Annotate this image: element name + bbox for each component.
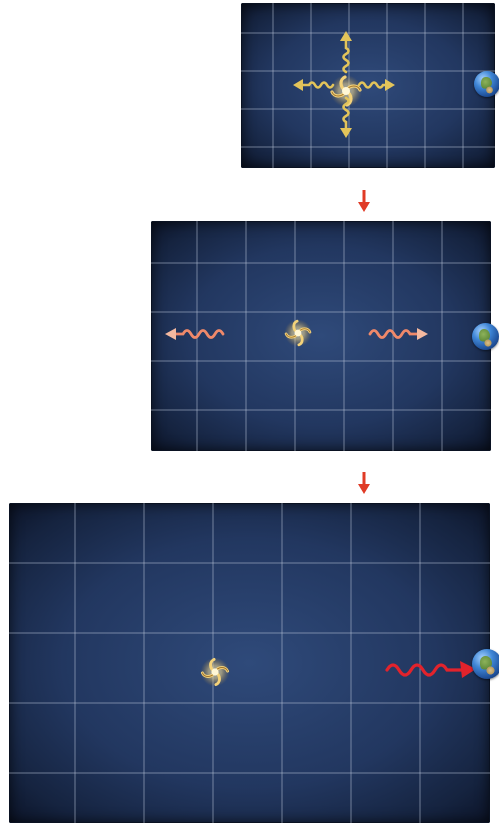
light-wave-icon bbox=[366, 322, 430, 346]
stage-arrow-icon bbox=[356, 189, 372, 213]
galaxy-icon bbox=[278, 313, 318, 353]
galaxy-icon bbox=[194, 651, 236, 693]
earth-icon bbox=[474, 71, 499, 97]
light-wave-icon bbox=[384, 656, 478, 688]
light-wave-icon bbox=[291, 30, 401, 140]
earth-icon bbox=[472, 323, 499, 350]
light-wave-icon bbox=[163, 322, 227, 346]
stage-arrow-icon bbox=[356, 471, 372, 495]
earth-icon bbox=[472, 649, 499, 679]
